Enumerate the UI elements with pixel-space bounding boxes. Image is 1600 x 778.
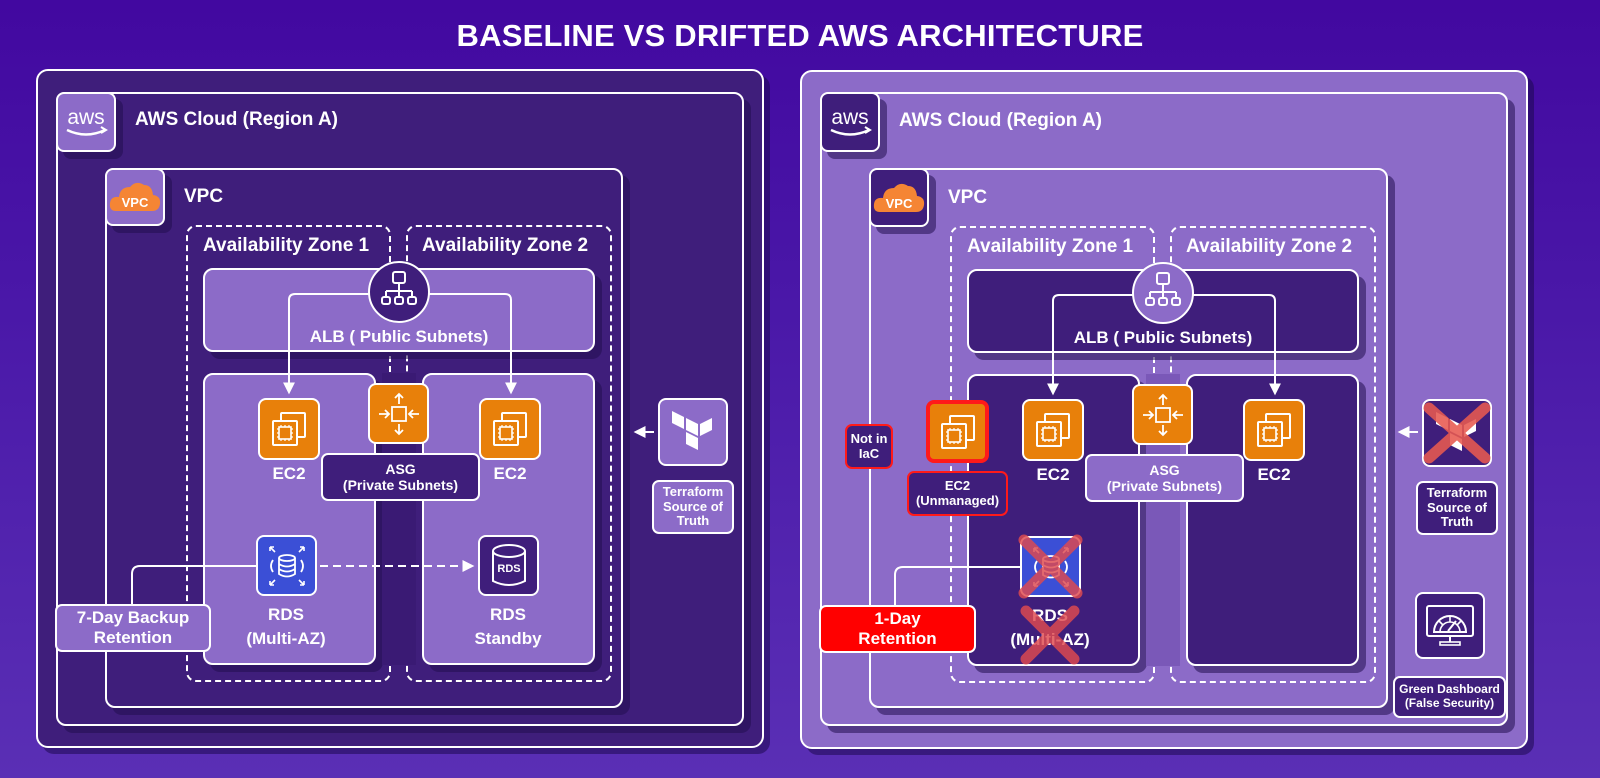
not-in-iac-tag: Not in IaC <box>845 424 893 469</box>
baseline-az1-label: Availability Zone 1 <box>203 235 370 256</box>
terraform-line2: Source of <box>1427 499 1487 515</box>
aws-logo-icon: aws <box>56 92 116 152</box>
vpc-icon: VPC <box>869 168 929 227</box>
unmanaged-ec2-tag: EC2 (Unmanaged) <box>907 471 1008 516</box>
asg-line2: (Private Subnets) <box>1106 478 1223 494</box>
baseline-rds-multi-az-icon <box>256 535 317 596</box>
baseline-rds-standby-icon: RDS <box>478 535 539 596</box>
vpc-icon-text: VPC <box>886 196 913 211</box>
unmanaged-ec2-icon <box>926 400 989 463</box>
unmanaged-line1: EC2 <box>944 477 971 493</box>
terraform-line1: Terraform <box>662 483 724 499</box>
terraform-line3: Truth <box>1440 514 1474 530</box>
drifted-cloud-label: AWS Cloud (Region A) <box>899 110 1102 131</box>
retention-line1: 1-Day <box>874 609 921 629</box>
dashboard-icon <box>1415 592 1485 659</box>
baseline-asg-label: ASG (Private Subnets) <box>321 453 480 501</box>
baseline-backup-retention-tag: 7-Day Backup Retention <box>55 604 211 652</box>
terraform-line3: Truth <box>676 513 710 529</box>
baseline-terraform-label: Terraform Source of Truth <box>652 480 734 534</box>
baseline-ec2-right-label: EC2 <box>493 464 527 483</box>
aws-logo-text: aws <box>831 106 868 129</box>
vpc-icon-text: VPC <box>122 195 149 210</box>
baseline-asg-icon <box>368 383 429 444</box>
baseline-rds-standby-line1: RDS <box>490 605 526 624</box>
drifted-rds-line1: RDS <box>1032 606 1068 625</box>
baseline-rds-line2: (Multi-AZ) <box>246 629 326 648</box>
drifted-asg-label: ASG (Private Subnets) <box>1085 454 1244 502</box>
drifted-ec2-right-icon <box>1243 399 1305 461</box>
vpc-icon: VPC <box>105 168 165 226</box>
drifted-terraform-label: Terraform Source of Truth <box>1416 481 1498 535</box>
dashboard-line1: Green Dashboard <box>1399 682 1500 697</box>
asg-line2: (Private Subnets) <box>342 477 459 493</box>
asg-line1: ASG <box>1149 461 1180 478</box>
page-title: BASELINE VS DRIFTED AWS ARCHITECTURE <box>456 18 1144 53</box>
aws-logo-icon: aws <box>820 92 880 152</box>
retention-line2: Retention <box>858 629 937 648</box>
drifted-rds-line2: (Multi-AZ) <box>1010 630 1090 649</box>
dashboard-label: Green Dashboard (False Security) <box>1393 676 1506 718</box>
baseline-rds-line1: RDS <box>268 605 304 624</box>
baseline-vpc-label: VPC <box>184 186 224 207</box>
drifted-az1-label: Availability Zone 1 <box>967 236 1134 257</box>
rds-standby-icon-text: RDS <box>497 563 520 575</box>
baseline-terraform-icon <box>658 398 728 466</box>
drifted-ec2-left-icon <box>1022 399 1084 461</box>
drifted-asg-icon <box>1132 384 1193 445</box>
baseline-cloud-label: AWS Cloud (Region A) <box>135 109 338 130</box>
terraform-line2: Source of <box>663 498 723 514</box>
baseline-ec2-left-label: EC2 <box>272 464 306 483</box>
baseline-ec2-left-icon <box>258 398 320 460</box>
drifted-ec2-left-label: EC2 <box>1036 465 1070 484</box>
aws-logo-text: aws <box>67 106 104 129</box>
drifted-terraform-icon <box>1422 399 1492 467</box>
baseline-az2-label: Availability Zone 2 <box>422 235 589 256</box>
drifted-alb-label: ALB ( Public Subnets) <box>1073 328 1253 347</box>
baseline-ec2-right-icon <box>479 398 541 460</box>
one-day-retention-tag: 1-Day Retention <box>819 605 976 653</box>
baseline-rds-standby-line2: Standby <box>474 629 542 648</box>
dashboard-line2: (False Security) <box>1404 696 1495 710</box>
not-in-iac-line1: Not in <box>850 430 888 446</box>
asg-line1: ASG <box>385 460 416 477</box>
drifted-ec2-right-label: EC2 <box>1257 465 1291 484</box>
backup-line2: Retention <box>93 628 173 647</box>
terraform-line1: Terraform <box>1426 484 1488 500</box>
drifted-vpc-label: VPC <box>948 187 988 208</box>
not-in-iac-line2: IaC <box>858 445 880 461</box>
drifted-rds-multi-az-icon <box>1020 536 1081 597</box>
backup-line1: 7-Day Backup <box>76 608 190 628</box>
baseline-alb-label: ALB ( Public Subnets) <box>309 327 489 346</box>
unmanaged-line2: (Unmanaged) <box>915 492 1000 508</box>
drifted-az2-label: Availability Zone 2 <box>1186 236 1353 257</box>
